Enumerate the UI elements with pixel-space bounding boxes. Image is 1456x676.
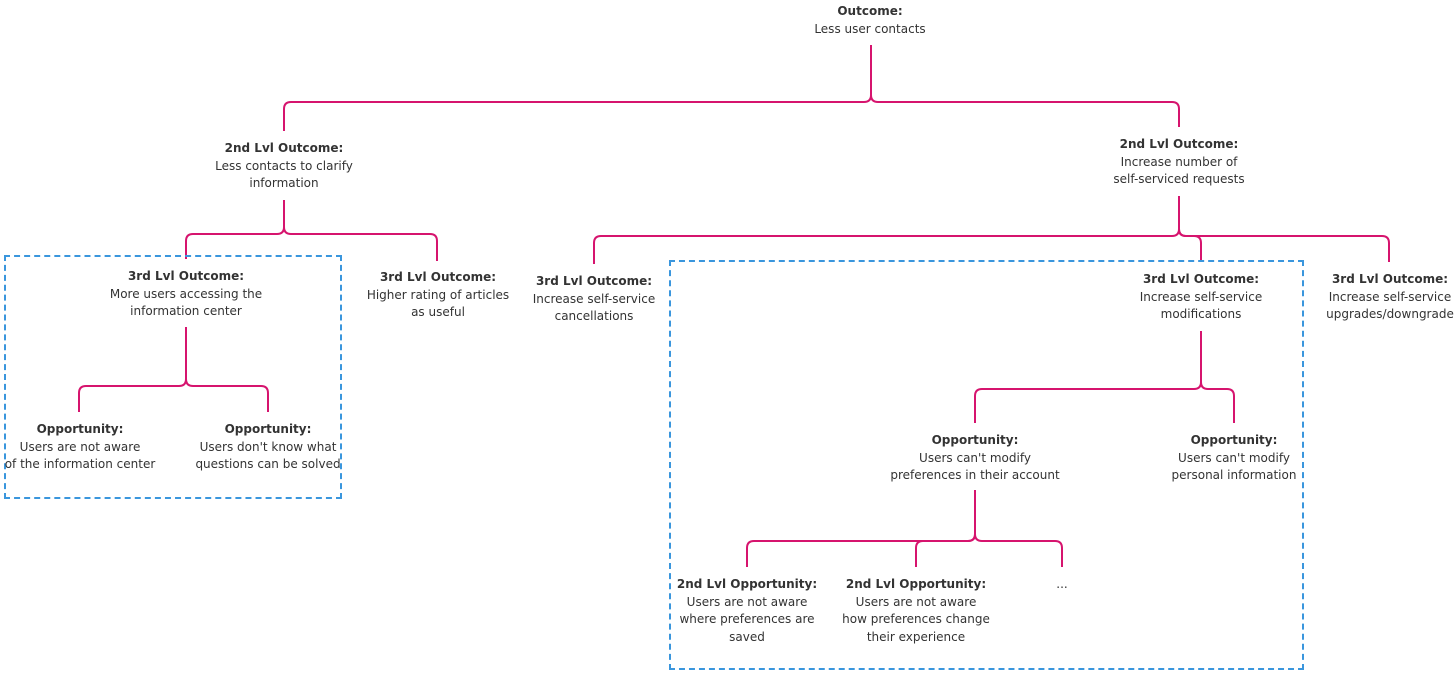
node-body: Users can't modify preferences in their …: [890, 450, 1060, 483]
node-body: Less user contacts: [814, 21, 926, 36]
node-opportunity-unknown-questions: Opportunity: Users don't know what quest…: [148, 421, 388, 474]
node-outcome: Outcome: Less user contacts: [750, 3, 990, 38]
node-3rd-lvl-outcome-modifications: 3rd Lvl Outcome: Increase self-service m…: [1081, 271, 1321, 324]
node-title: 3rd Lvl Outcome:: [127, 269, 245, 283]
node-body: Users are not aware of the information c…: [4, 439, 156, 472]
connector-root-o2b: [870, 45, 1180, 127]
connector-o2b-o3d: [1178, 196, 1202, 262]
node-body: Users don't know what questions can be s…: [195, 439, 341, 472]
node-title: 3rd Lvl Outcome:: [379, 270, 497, 284]
node-3rd-lvl-outcome-upgrades: 3rd Lvl Outcome: Increase self-service u…: [1270, 271, 1456, 324]
node-3rd-lvl-outcome-information-center: 3rd Lvl Outcome: More users accessing th…: [66, 268, 306, 321]
node-title: 3rd Lvl Outcome:: [1331, 272, 1449, 286]
node-3rd-lvl-outcome-cancellations: 3rd Lvl Outcome: Increase self-service c…: [474, 273, 714, 326]
node-title: 3rd Lvl Outcome:: [535, 274, 653, 288]
group-box-self-service-modifications: [669, 260, 1304, 670]
connector-o2b-o3c: [593, 196, 1180, 264]
node-body: Users are not aware where preferences ar…: [679, 594, 815, 644]
node-body: Increase self-service cancellations: [532, 291, 656, 324]
node-title: Opportunity:: [36, 422, 124, 436]
node-title: 2nd Lvl Outcome:: [224, 141, 344, 155]
connector-o2a-o3a: [185, 200, 285, 259]
node-placeholder-more: ...: [942, 576, 1182, 594]
connector-o3a-opA2: [185, 327, 269, 412]
connector-o2a-o3b: [283, 200, 438, 261]
node-body: Increase number of self-serviced request…: [1113, 154, 1245, 187]
node-title: Outcome:: [837, 4, 903, 18]
connector-o3d-opD2: [1200, 331, 1235, 423]
group-box-information-center: [4, 255, 342, 499]
node-2nd-lvl-outcome-self-serviced: 2nd Lvl Outcome: Increase number of self…: [1059, 136, 1299, 189]
node-body: Higher rating of articles as useful: [366, 287, 510, 320]
node-title: Opportunity:: [931, 433, 1019, 447]
connector-opD1-op2c: [974, 490, 1063, 567]
connector-o2b-o3e: [1178, 196, 1390, 262]
node-opportunity-modify-preferences: Opportunity: Users can't modify preferen…: [855, 432, 1095, 485]
node-2nd-lvl-outcome-clarify: 2nd Lvl Outcome: Less contacts to clarif…: [164, 140, 404, 193]
node-body: Increase self-service modifications: [1139, 289, 1263, 322]
node-title: Opportunity:: [224, 422, 312, 436]
connector-root-o2a: [283, 45, 872, 131]
node-body: Users can't modify personal information: [1171, 450, 1297, 483]
node-3rd-lvl-outcome-article-rating: 3rd Lvl Outcome: Higher rating of articl…: [318, 269, 558, 322]
node-title: 2nd Lvl Outcome:: [1119, 137, 1239, 151]
node-body: Increase self-service upgrades/downgrade: [1326, 289, 1454, 322]
node-body: ...: [1056, 577, 1068, 591]
node-title: 2nd Lvl Opportunity:: [676, 577, 818, 591]
node-title: 3rd Lvl Outcome:: [1142, 272, 1260, 286]
node-title: Opportunity:: [1190, 433, 1278, 447]
node-2nd-lvl-opportunity-where-saved: 2nd Lvl Opportunity: Users are not aware…: [627, 576, 867, 646]
node-body: Users are not aware how preferences chan…: [842, 594, 990, 644]
node-title: 2nd Lvl Opportunity:: [845, 577, 987, 591]
node-opportunity-unaware-information-center: Opportunity: Users are not aware of the …: [0, 421, 200, 474]
node-body: Less contacts to clarify information: [215, 158, 353, 191]
node-body: More users accessing the information cen…: [109, 286, 263, 319]
node-opportunity-modify-personal-information: Opportunity: Users can't modify personal…: [1114, 432, 1354, 485]
node-2nd-lvl-opportunity-experience-change: 2nd Lvl Opportunity: Users are not aware…: [796, 576, 1036, 646]
